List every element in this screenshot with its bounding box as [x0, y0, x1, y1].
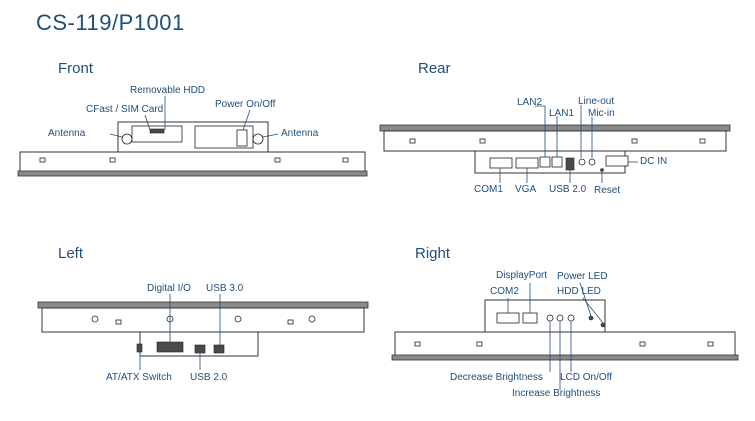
callout-mic-in: Mic-in — [588, 108, 615, 119]
rear-view-drawing — [379, 105, 731, 183]
usb30-port — [213, 344, 225, 354]
callout-hdd-led: HDD LED — [557, 286, 601, 297]
increase-brightness-button — [556, 314, 564, 322]
lcd-onoff-button — [567, 314, 575, 322]
front-panel-body — [19, 151, 366, 173]
callout-line-out: Line-out — [578, 96, 615, 107]
callout-increase-brightness: Increase Brightness — [512, 388, 601, 399]
callout-lan1: LAN1 — [549, 108, 575, 119]
callout-power-led: Power LED — [557, 271, 608, 282]
left-panel-bezel — [37, 301, 369, 309]
power-switch — [236, 129, 248, 147]
dc-in-port — [605, 155, 629, 167]
mic-in-jack — [588, 158, 596, 166]
callout-power: Power On/Off — [215, 99, 276, 110]
callout-removable-hdd: Removable HDD — [130, 85, 206, 96]
callout-usb20-rear: USB 2.0 — [549, 184, 587, 195]
callout-reset: Reset — [594, 185, 621, 196]
callout-lan2: LAN2 — [517, 97, 543, 108]
lan1-port — [551, 156, 563, 168]
decrease-brightness-button — [546, 314, 554, 322]
antenna-left — [121, 133, 133, 145]
displayport-port — [522, 312, 538, 324]
callout-antenna-left: Antenna — [48, 128, 86, 139]
power-led — [588, 315, 594, 321]
right-view-drawing — [391, 282, 739, 390]
rear-view-label: Rear — [418, 60, 451, 77]
com2-port — [496, 312, 520, 324]
callout-lcd-onoff: LCD On/Off — [560, 372, 613, 383]
rear-panel-body — [383, 130, 727, 152]
front-view-label: Front — [58, 60, 94, 77]
usb20-port — [565, 157, 575, 171]
rear-panel-bezel — [379, 124, 731, 132]
callout-vga: VGA — [515, 184, 537, 195]
callout-digital-io: Digital I/O — [147, 283, 191, 294]
front-panel-bezel — [17, 170, 368, 177]
front-view-drawing — [17, 96, 368, 177]
callout-com2: COM2 — [490, 286, 519, 297]
page-title: CS-119/P1001 — [36, 10, 185, 35]
right-panel-bezel — [391, 354, 739, 361]
left-view-label: Left — [58, 245, 84, 262]
callout-usb20-left: USB 2.0 — [190, 372, 228, 383]
callout-decrease-brightness: Decrease Brightness — [450, 372, 543, 383]
digital-io-connector — [156, 341, 184, 353]
callout-usb30: USB 3.0 — [206, 283, 244, 294]
antenna-right — [252, 133, 264, 145]
reset-button — [600, 168, 604, 172]
right-panel-body — [394, 331, 736, 357]
left-view-drawing — [37, 294, 369, 370]
lan2-port — [539, 156, 551, 168]
right-view-label: Right — [415, 245, 451, 262]
atatx-switch — [136, 343, 143, 353]
hdd-led — [600, 322, 606, 328]
cfast-slot — [149, 128, 165, 134]
usb20-port-left — [194, 344, 206, 354]
callout-com1: COM1 — [474, 184, 503, 195]
callout-atatx: AT/ATX Switch — [106, 372, 172, 383]
callout-dc-in: DC IN — [640, 156, 668, 167]
left-panel-body — [41, 307, 365, 333]
line-out-jack — [578, 158, 586, 166]
callout-cfast-sim: CFast / SIM Card — [86, 104, 164, 115]
callout-antenna-right: Antenna — [281, 128, 319, 139]
callout-displayport: DisplayPort — [496, 270, 548, 281]
removable-hdd-bay — [131, 125, 183, 143]
vga-port — [515, 157, 539, 169]
com1-port — [489, 157, 513, 169]
